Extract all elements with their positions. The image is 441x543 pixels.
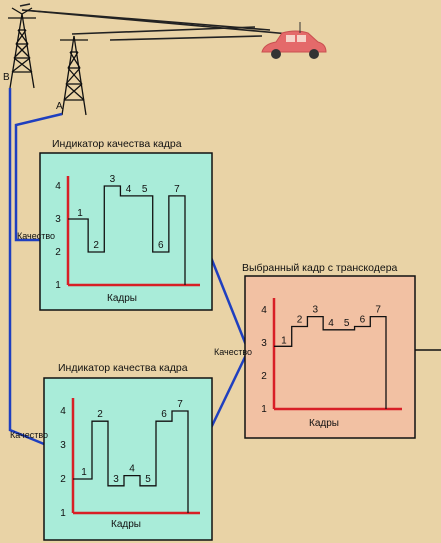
indicator_bottom-y-tick: 1 (60, 508, 66, 519)
antenna-a-label: А (56, 101, 63, 112)
indicator-bottom-quality-label: Качество (10, 430, 49, 440)
indicator_top-quality-line (68, 185, 186, 285)
indicator-bottom-panel (43, 377, 213, 541)
indicator-bottom-xlabel: Кадры (111, 519, 141, 530)
transcoder-panel (244, 275, 416, 439)
indicator_bottom-frame-label: 6 (161, 409, 167, 420)
indicator_bottom-frame-label: 1 (81, 467, 87, 478)
indicator_bottom-y-tick: 3 (60, 440, 66, 451)
indicator_bottom-frame-label: 3 (113, 474, 119, 485)
indicator_top-frame-label: 4 (126, 184, 132, 195)
signal-lines (19, 3, 301, 41)
transcoder-y-tick: 4 (261, 305, 267, 316)
indicator_top-frame-label: 6 (158, 240, 164, 251)
indicator_bottom-quality-line (73, 410, 189, 513)
indicator-bottom-title: Индикатор качества кадра (58, 362, 188, 374)
antenna-tower-icon (8, 7, 36, 89)
indicator_bottom-y-tick: 4 (60, 406, 66, 417)
transcoder-frame-label: 2 (297, 315, 303, 326)
indicator-top-title: Индикатор качества кадра (52, 138, 182, 150)
transcoder-frame-label: 7 (375, 305, 381, 316)
indicator_top-frame-label: 7 (174, 184, 180, 195)
indicator_bottom-frame-label: 5 (145, 474, 151, 485)
transcoder-quality-line (274, 315, 387, 409)
transcoder-frame-label: 6 (360, 315, 366, 326)
transcoder-xlabel: Кадры (309, 418, 339, 429)
transcoder-frame-label: 4 (328, 318, 334, 329)
indicator_top-y-tick: 3 (55, 214, 61, 225)
indicator_top-y-tick: 1 (55, 280, 61, 291)
indicator_top-y-tick: 2 (55, 247, 61, 258)
indicator_top-frame-label: 1 (77, 208, 83, 219)
indicator-top-panel (39, 152, 213, 311)
indicator-top-xlabel: Кадры (107, 293, 137, 304)
indicator-top-quality-label: Качество (17, 231, 56, 241)
transcoder-title: Выбранный кадр с транскодера (242, 262, 398, 274)
connection-lines (8, 88, 441, 446)
transcoder-frame-label: 1 (281, 335, 287, 346)
indicator_bottom-frame-label: 7 (177, 399, 183, 410)
indicator_bottom-frame-label: 2 (97, 409, 103, 420)
transcoder-y-tick: 3 (261, 338, 267, 349)
transcoder-frame-label: 5 (344, 318, 350, 329)
car-icon (261, 22, 327, 59)
transcoder-y-tick: 2 (261, 371, 267, 382)
antenna-tower-icon (60, 35, 88, 116)
indicator_top-y-tick: 4 (55, 181, 61, 192)
antenna-b-label: В (3, 72, 10, 83)
indicator_top-frame-label: 5 (142, 184, 148, 195)
transcoder-y-tick: 1 (261, 404, 267, 415)
indicator_top-frame-label: 2 (93, 240, 99, 251)
indicator_bottom-frame-label: 4 (129, 464, 135, 475)
transcoder-quality-label: Качество (214, 347, 253, 357)
indicator_bottom-y-tick: 2 (60, 474, 66, 485)
indicator_top-frame-label: 3 (110, 174, 116, 185)
transcoder-frame-label: 3 (313, 305, 319, 316)
